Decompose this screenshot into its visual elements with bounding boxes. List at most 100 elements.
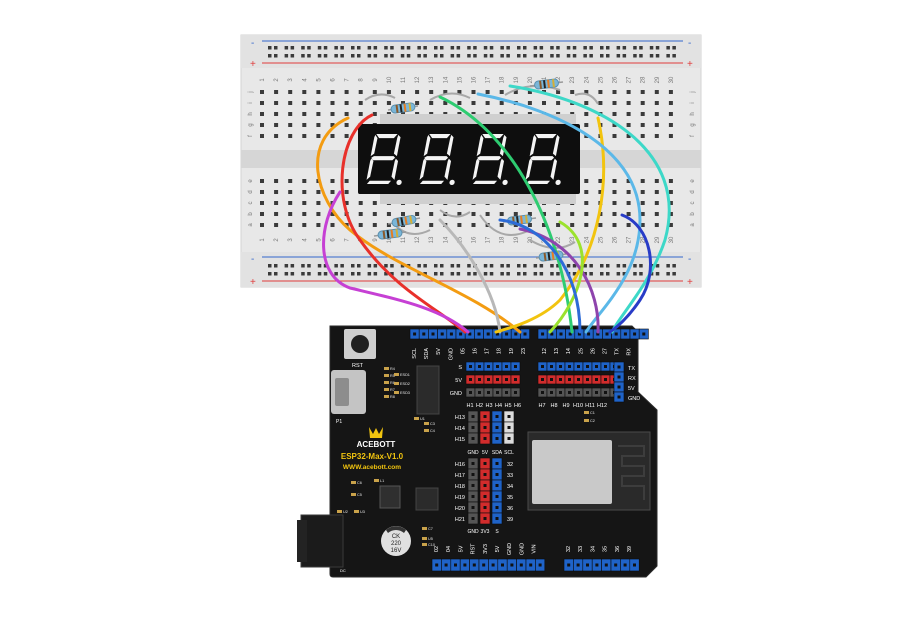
rail-hole xyxy=(539,46,544,50)
hole xyxy=(302,90,307,94)
rail-hole xyxy=(649,46,654,50)
hole xyxy=(626,101,631,105)
hole xyxy=(401,212,405,216)
top-rail-plus-left: + xyxy=(250,59,256,70)
rail-hole xyxy=(556,54,560,58)
gpio-label: 36 xyxy=(507,506,513,512)
hole xyxy=(443,90,448,94)
esp32-max-board: RST P1 R4R5R6R7R8ESD1ESD2ESD3U1C3C4L1C6C… xyxy=(297,325,658,578)
row-label: g xyxy=(690,123,696,126)
hole xyxy=(372,112,377,116)
pin-label: TX xyxy=(615,348,621,355)
smd-part xyxy=(384,374,389,377)
hole xyxy=(640,201,645,205)
rail-hole xyxy=(483,264,488,268)
rail-hole xyxy=(533,54,538,58)
hole xyxy=(260,123,264,127)
row-label: S xyxy=(458,365,462,371)
resistor xyxy=(387,215,421,227)
rail-hole xyxy=(639,264,643,268)
column-label-top: 13 xyxy=(429,76,435,83)
hole xyxy=(584,123,589,127)
rail-hole xyxy=(340,46,344,50)
column-label-bottom: 5 xyxy=(316,238,322,242)
cap-text-1: CK xyxy=(392,534,400,540)
hole xyxy=(626,179,631,183)
resistor xyxy=(529,78,564,90)
hole xyxy=(612,101,617,105)
rail-hole xyxy=(589,272,593,276)
reset-button-cap[interactable] xyxy=(351,335,369,353)
hole xyxy=(344,101,349,105)
hole xyxy=(668,112,673,116)
wire-sky xyxy=(476,92,642,334)
column-label-top: 27 xyxy=(627,76,633,83)
rail-hole xyxy=(373,54,378,58)
rail-hole xyxy=(334,272,338,276)
hole xyxy=(302,223,307,227)
row-label: g xyxy=(248,123,254,126)
rail-hole xyxy=(666,46,670,50)
column-label-bottom: 2 xyxy=(274,238,280,242)
rail-hole xyxy=(539,272,544,276)
hole xyxy=(288,201,293,205)
top-rail-holes xyxy=(268,46,676,58)
resistors xyxy=(373,78,567,262)
inductor-l1 xyxy=(379,485,401,509)
rail-hole xyxy=(666,272,670,276)
hole xyxy=(429,101,434,105)
column-label-top: 11 xyxy=(401,76,407,83)
smd-label: L1 xyxy=(380,479,384,483)
wire-orange xyxy=(316,116,522,334)
rail-hole xyxy=(390,54,394,58)
pin-label: 5V xyxy=(458,545,464,552)
hole xyxy=(542,223,546,227)
rail-hole xyxy=(323,264,328,268)
hole xyxy=(274,123,279,127)
hole xyxy=(668,190,673,194)
rail-hole xyxy=(517,272,521,276)
header-h-label: H20 xyxy=(455,506,465,512)
rail-hole xyxy=(357,272,361,276)
smd-label: U5 xyxy=(428,537,433,541)
rail-hole xyxy=(284,46,289,50)
rail-hole xyxy=(367,272,372,276)
header-h-label: H15 xyxy=(455,437,465,443)
top-rail-minus-left: - xyxy=(251,38,254,49)
rail-hole xyxy=(616,272,621,276)
rail-hole xyxy=(506,272,510,276)
pin-label: RST xyxy=(471,543,477,555)
rail-hole xyxy=(400,264,405,268)
row-label: h xyxy=(248,112,254,115)
hole xyxy=(612,90,617,94)
row-label: e xyxy=(248,179,254,183)
rail-hole xyxy=(483,54,488,58)
hole xyxy=(274,212,279,216)
column-label-bottom: 23 xyxy=(570,236,576,243)
rail-hole xyxy=(417,264,421,268)
rail-hole xyxy=(633,46,637,50)
hole xyxy=(372,101,377,105)
pin-label: 18 xyxy=(497,348,503,354)
hole xyxy=(344,123,349,127)
hole xyxy=(401,90,405,94)
header-bottom-label: SCL xyxy=(504,450,514,456)
column-label-bottom: 26 xyxy=(613,236,619,243)
rail-hole xyxy=(473,46,477,50)
hole xyxy=(598,90,603,94)
dc-jack-front xyxy=(297,520,307,562)
hole xyxy=(415,212,420,216)
rail-hole xyxy=(284,272,289,276)
hole xyxy=(499,101,504,105)
gpio-label: 34 xyxy=(507,484,513,490)
rail-hole xyxy=(633,272,637,276)
chip-regulator xyxy=(415,487,439,511)
column-label-top: 10 xyxy=(387,76,393,83)
rail-hole xyxy=(639,54,643,58)
hole xyxy=(612,123,617,127)
wire-red xyxy=(340,113,467,334)
rail-hole xyxy=(517,54,521,58)
rail-hole xyxy=(434,264,438,268)
hole xyxy=(457,90,462,94)
hole xyxy=(358,101,363,105)
